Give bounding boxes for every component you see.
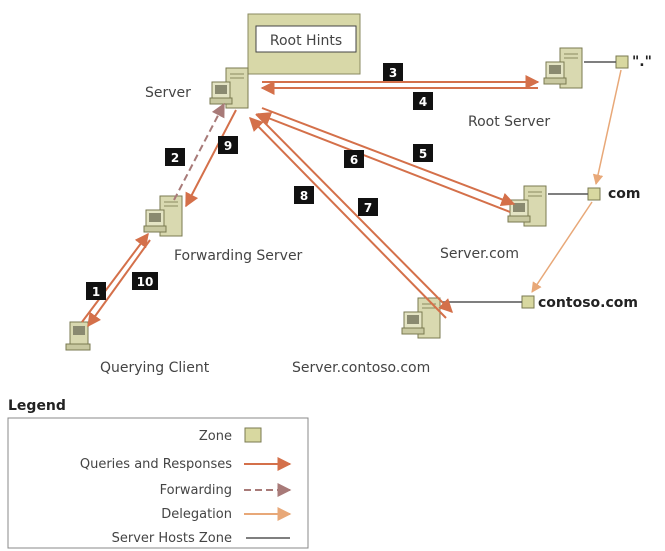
- server-icon: [209, 67, 249, 109]
- root-zone-label: ".": [632, 54, 652, 70]
- legend-hosts-label: Server Hosts Zone: [112, 531, 232, 546]
- querying-client-label: Querying Client: [100, 360, 210, 376]
- step-4: 4: [413, 92, 433, 110]
- step-7: 7: [358, 198, 378, 216]
- server-contoso-icon: [401, 297, 441, 339]
- svg-text:4: 4: [419, 95, 427, 109]
- svg-text:5: 5: [419, 147, 427, 161]
- legend-zone-label: Zone: [199, 429, 232, 444]
- client-icon: [65, 321, 91, 351]
- arrow-step-8: [249, 117, 447, 319]
- arrow-step-7: [255, 113, 453, 313]
- svg-text:2: 2: [171, 151, 179, 165]
- legend-title: Legend: [8, 398, 66, 414]
- com-zone-label: com: [608, 186, 641, 202]
- root-hints-box: Root Hints: [247, 13, 361, 75]
- arrow-step-1: [81, 232, 149, 323]
- root-server-icon: [543, 47, 583, 89]
- server-com-label: Server.com: [440, 246, 519, 262]
- delegation-com-to-contoso: [531, 201, 593, 293]
- arrow-step-10: [87, 239, 151, 328]
- svg-text:9: 9: [224, 139, 232, 153]
- forwarding-server-icon: [143, 195, 183, 237]
- svg-text:10: 10: [137, 275, 154, 289]
- step-1: 1: [86, 282, 106, 300]
- step-6: 6: [344, 150, 364, 168]
- svg-text:6: 6: [350, 153, 358, 167]
- step-2: 2: [165, 148, 185, 166]
- svg-text:8: 8: [300, 189, 308, 203]
- legend-box: [7, 417, 309, 549]
- step-8: 8: [294, 186, 314, 204]
- forwarding-server-label: Forwarding Server: [174, 248, 303, 264]
- step-9: 9: [218, 136, 238, 154]
- contoso-zone-label: contoso.com: [538, 295, 638, 311]
- svg-text:7: 7: [364, 201, 372, 215]
- contoso-zone-box: [521, 295, 535, 309]
- legend-forwarding-label: Forwarding: [160, 483, 232, 498]
- com-zone-box: [587, 187, 601, 201]
- root-zone-box: [615, 55, 629, 69]
- svg-text:1: 1: [92, 285, 100, 299]
- server-com-icon: [507, 185, 547, 227]
- legend-zone-swatch: [244, 427, 262, 443]
- server-contoso-label: Server.contoso.com: [292, 360, 430, 376]
- server-label: Server: [145, 85, 191, 101]
- legend-delegation-label: Delegation: [161, 507, 232, 522]
- arrow-step-5: [261, 107, 516, 207]
- root-server-label: Root Server: [468, 114, 550, 130]
- root-hints-label: Root Hints: [270, 33, 342, 49]
- arrow-step-9: [185, 109, 237, 208]
- arrow-step-2-forwarding: [173, 102, 225, 201]
- arrow-step-6: [256, 112, 511, 213]
- delegation-root-to-com: [592, 69, 622, 186]
- step-3: 3: [383, 63, 403, 81]
- step-10: 10: [132, 272, 158, 290]
- legend-queries-label: Queries and Responses: [80, 457, 232, 472]
- step-5: 5: [413, 144, 433, 162]
- svg-text:3: 3: [389, 66, 397, 80]
